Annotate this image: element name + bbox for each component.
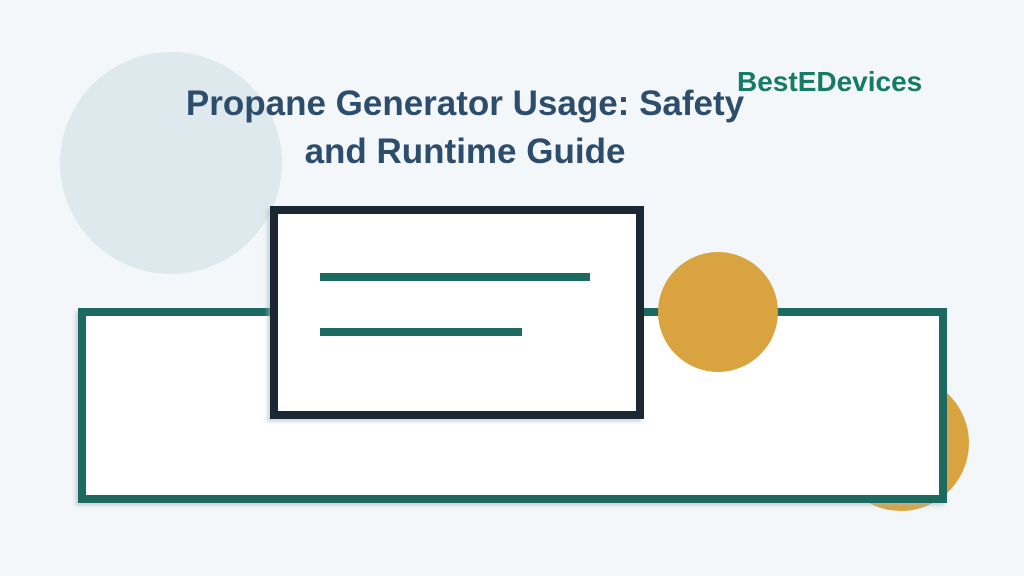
page-title: Propane Generator Usage: Safety and Runt… <box>0 80 930 176</box>
placeholder-text-bar-1 <box>320 273 590 281</box>
page-title-line-2: and Runtime Guide <box>304 132 626 171</box>
page-title-line-1: Propane Generator Usage: Safety <box>185 84 745 123</box>
decorative-light-circle <box>60 52 282 274</box>
placeholder-card <box>270 206 644 419</box>
decorative-orange-circle-front <box>658 252 778 372</box>
placeholder-text-bar-2 <box>320 328 522 336</box>
brand-logo-text: BestEDevices <box>737 66 923 97</box>
